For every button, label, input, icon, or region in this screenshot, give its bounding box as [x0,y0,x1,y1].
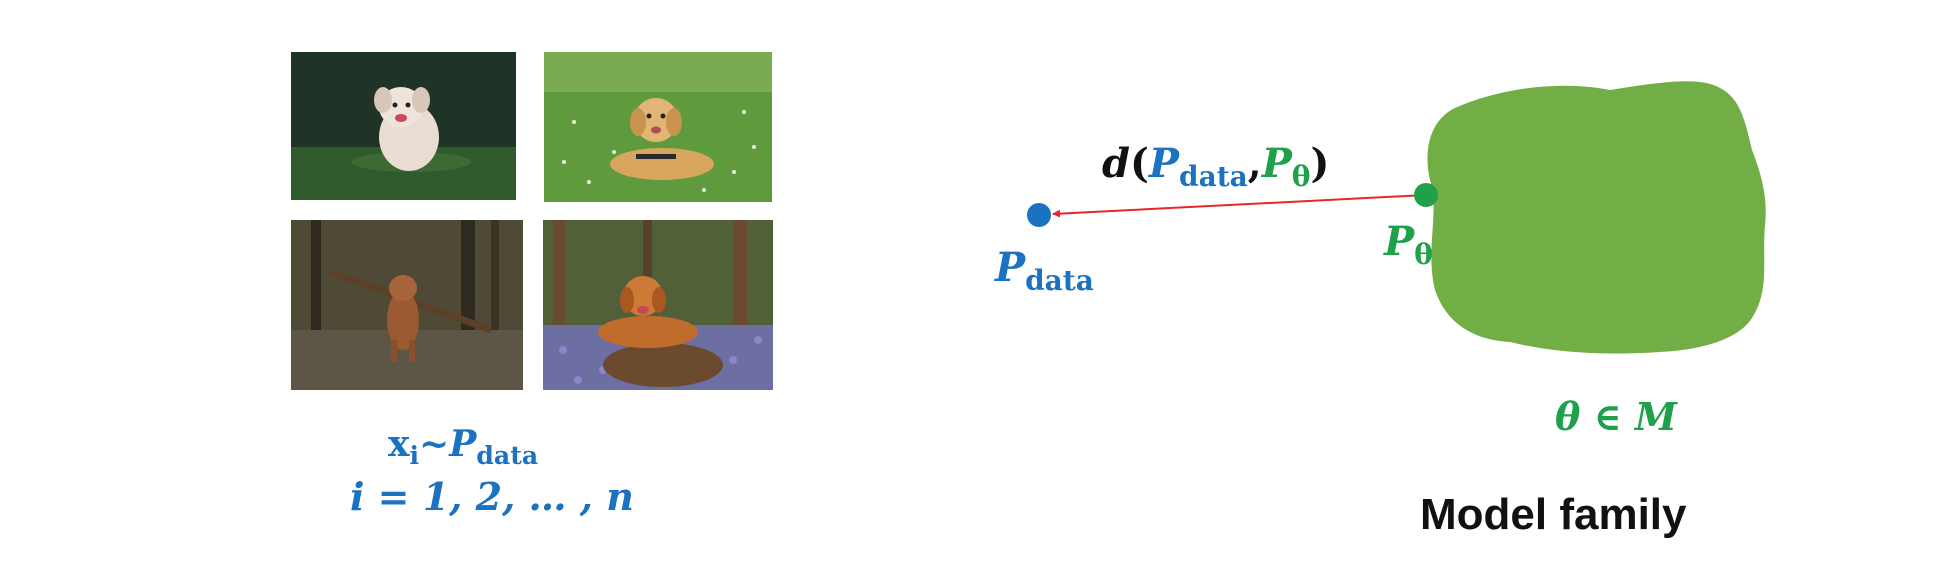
distance-p-theta: P [1261,140,1292,187]
distance-theta-subscript: θ [1291,159,1311,193]
p-data-label-p: P [995,244,1026,291]
sample-x: x [388,423,410,465]
distance-p-data: P [1148,140,1179,187]
distance-formula: d(Pdata,Pθ) [1102,144,1329,191]
p-theta-label-p: P [1384,218,1415,265]
sample-i-subscript: i [409,440,420,471]
theta-in-m: θ ∈ M [1555,394,1677,439]
model-family-label: Model family [1420,490,1687,539]
brown-dog-with-stick-photo [291,220,523,390]
distance-open-paren: ( [1129,140,1149,187]
p-data-label: Pdata [995,248,1094,295]
distance-close-paren: ) [1310,140,1330,187]
p-theta-point [1414,183,1438,207]
distance-comma: , [1247,140,1262,187]
distance-arrow [1052,191,1427,218]
sample-data-subscript: data [476,440,539,471]
golden-retriever-lying-photo [544,52,772,202]
sample-p: P [449,423,477,465]
model-family-blob [1427,81,1766,354]
dog-on-stump-bluebells-photo [543,220,773,390]
index-range: i = 1, 2, … , n [350,474,634,519]
p-data-point [1027,203,1051,227]
p-theta-label-sub: θ [1414,237,1433,271]
p-theta-label: Pθ [1384,222,1433,269]
sample-tilde: ~ [419,423,450,465]
white-dog-running-photo [291,52,516,200]
distance-d: d [1102,140,1130,187]
p-data-label-sub: data [1025,263,1094,297]
distance-data-subscript: data [1178,159,1248,193]
sample-formula: xi~Pdata [388,423,538,468]
